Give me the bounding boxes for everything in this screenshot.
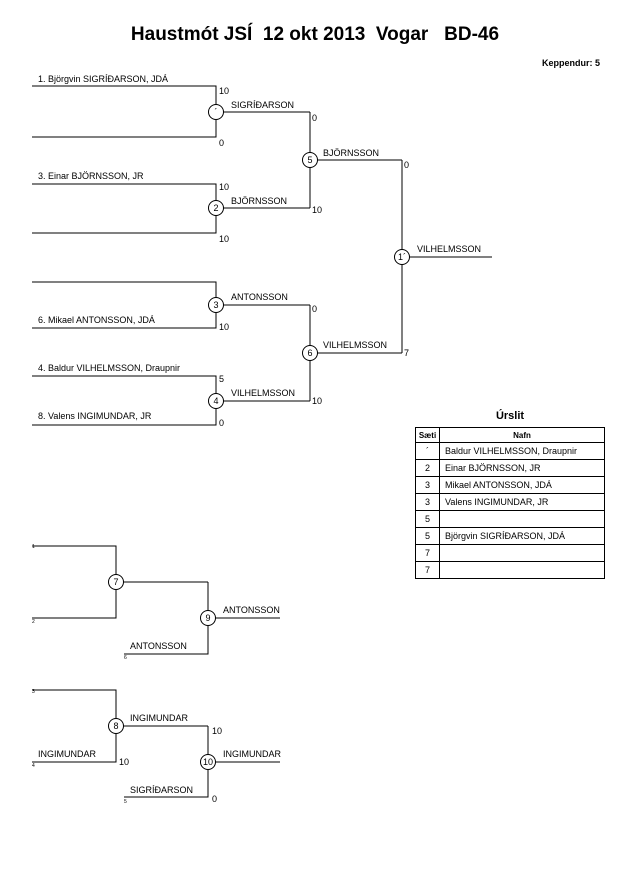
- place: 7: [415, 544, 440, 562]
- name: Valens INGIMUNDAR, JR: [439, 493, 605, 511]
- place: 3: [415, 476, 440, 494]
- winner-m9: ANTONSSON: [223, 605, 280, 615]
- match-circle: 1´: [394, 249, 410, 265]
- slot-mark: 1: [32, 544, 35, 550]
- place: 5: [415, 510, 440, 528]
- winner-m3: ANTONSSON: [231, 292, 288, 302]
- slot-mark: 6: [124, 655, 127, 661]
- entrant-4: 4. Baldur VILHELMSSON, Draupnir: [38, 363, 181, 373]
- score: 10: [212, 726, 223, 736]
- tournament-title: Haustmót JSÍ 12 okt 2013 Vogar BD-46: [130, 24, 500, 45]
- match-circle: 10: [200, 754, 216, 770]
- winner-m2: BJÖRNSSON: [231, 196, 288, 206]
- score: 5: [219, 374, 225, 384]
- score: 10: [219, 322, 230, 332]
- entrant-2: 3. Einar BJÖRNSSON, JR: [38, 171, 144, 181]
- winner-final: VILHELMSSON: [417, 244, 482, 254]
- match-circle: 9: [200, 610, 216, 626]
- match-circle: ´: [208, 104, 224, 120]
- entrant-m9-b: ANTONSSON: [130, 641, 187, 651]
- place: ´: [415, 442, 440, 460]
- score: 10: [312, 396, 323, 406]
- score: 10: [219, 182, 230, 192]
- table-row: ´Baldur VILHELMSSON, Draupnir: [415, 442, 605, 460]
- place: 5: [415, 527, 440, 545]
- match-circle: 7: [108, 574, 124, 590]
- name: [439, 561, 605, 579]
- score: 0: [219, 138, 225, 148]
- name: Baldur VILHELMSSON, Draupnir: [439, 442, 605, 460]
- place: 2: [415, 459, 440, 477]
- slot-mark: 2: [32, 619, 35, 625]
- score: 0: [312, 304, 318, 314]
- name: [439, 544, 605, 562]
- score: 10: [219, 86, 230, 96]
- name: Einar BJÖRNSSON, JR: [439, 459, 605, 477]
- table-row: 5: [415, 510, 605, 528]
- winner-m6: VILHELMSSON: [323, 340, 388, 350]
- score: 10: [219, 234, 230, 244]
- match-circle: 5: [302, 152, 318, 168]
- score: 10: [312, 205, 323, 215]
- entrant-m8-b: INGIMUNDAR: [38, 749, 96, 759]
- winner-m4: VILHELMSSON: [231, 388, 296, 398]
- match-circle: 8: [108, 718, 124, 734]
- name: Björgvin SIGRÍÐARSON, JDÁ: [439, 527, 605, 545]
- results-table: Sæti Nafn ´Baldur VILHELMSSON, Draupnir …: [415, 427, 605, 579]
- results-header-row: Sæti Nafn: [415, 427, 605, 443]
- name: Mikael ANTONSSON, JDÁ: [439, 476, 605, 494]
- place: 3: [415, 493, 440, 511]
- match-circle: 4: [208, 393, 224, 409]
- score: 0: [212, 794, 218, 804]
- slot-mark: 5: [124, 799, 127, 805]
- score: 0: [312, 113, 318, 123]
- place: 7: [415, 561, 440, 579]
- winner-m1: SIGRÍÐARSON: [231, 100, 295, 110]
- entrant-3: 6. Mikael ANTONSSON, JDÁ: [38, 315, 155, 325]
- match-circle: 6: [302, 345, 318, 361]
- col-place: Sæti: [415, 427, 440, 443]
- slot-mark: 4: [32, 763, 35, 769]
- entrant-m10-b: SIGRÍÐARSON: [130, 785, 194, 795]
- match-circle: 2: [208, 200, 224, 216]
- entrant-5: 8. Valens INGIMUNDAR, JR: [38, 411, 152, 421]
- name: [439, 510, 605, 528]
- table-row: 7: [415, 561, 605, 579]
- winner-m8: INGIMUNDAR: [130, 713, 188, 723]
- players-count: Keppendur: 5: [541, 58, 600, 68]
- score: 0: [404, 160, 410, 170]
- match-circle: 3: [208, 297, 224, 313]
- col-name: Nafn: [439, 427, 605, 443]
- score: 7: [404, 348, 410, 358]
- table-row: 7: [415, 544, 605, 562]
- results-title: Úrslit: [495, 410, 525, 422]
- winner-m5: BJÖRNSSON: [323, 148, 380, 158]
- score: 0: [219, 418, 225, 428]
- entrant-1: 1. Björgvin SIGRÍÐARSON, JDÁ: [38, 74, 169, 84]
- score: 10: [119, 757, 130, 767]
- slot-mark: 3: [32, 689, 35, 695]
- winner-m10: INGIMUNDAR: [223, 749, 281, 759]
